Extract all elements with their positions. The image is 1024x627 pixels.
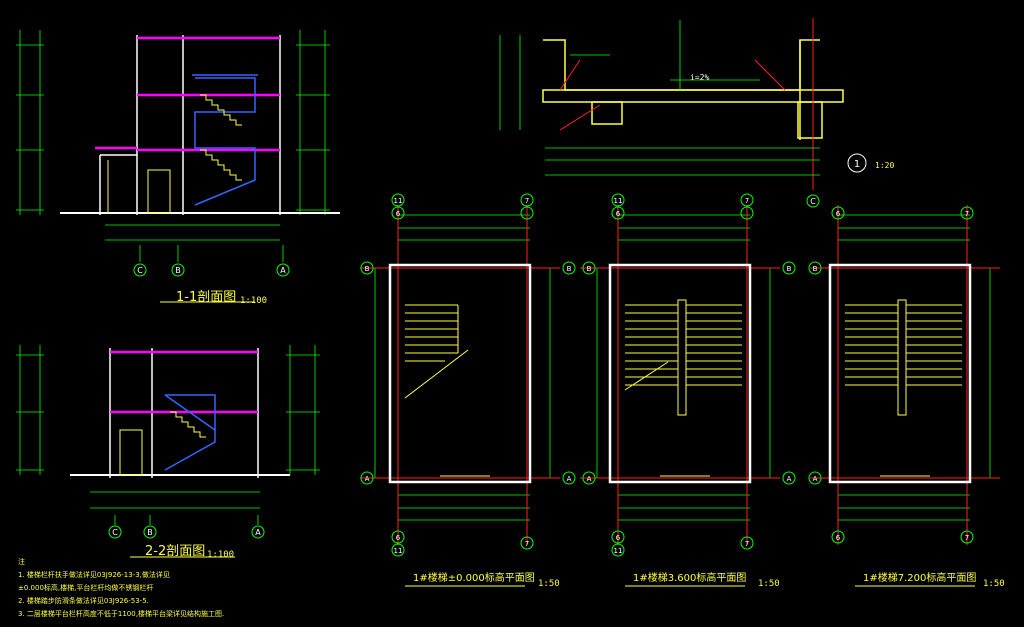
note-line: ±0.000标高,楼梯,平台栏杆均做不锈钢栏杆 xyxy=(18,584,154,592)
axis-label: 6 xyxy=(836,534,841,542)
axis-label: 7 xyxy=(965,210,969,218)
axis-label: B xyxy=(587,265,592,273)
detail-ref-bubble: 1 1:20 xyxy=(847,153,894,173)
axis-bubble-b-s2: B xyxy=(143,525,157,539)
axis-label: 6 xyxy=(616,534,621,542)
axis-label: B xyxy=(365,265,370,273)
axis-label: 6 xyxy=(396,210,401,218)
note-line: 2. 楼梯踏步防滑条做法详见03J926-53-5. xyxy=(18,597,149,605)
detail-section: i=2% 1 1:20 C xyxy=(499,18,894,208)
section-1-1-title: 1-1剖面图 xyxy=(176,290,237,305)
axis-label: 6 xyxy=(616,210,621,218)
axis-label: B xyxy=(567,265,572,273)
axis-label: B xyxy=(147,528,153,537)
axis-label: 7 xyxy=(745,197,749,205)
axis-label: B xyxy=(787,265,792,273)
section-2-2-title: 2-2剖面图 xyxy=(145,544,206,559)
axis-label: C xyxy=(137,266,143,275)
axis-label: A xyxy=(587,475,592,483)
plan-mid: 11 6 7 6 11 7 B A B A xyxy=(580,193,796,587)
axis-label: 6 xyxy=(836,210,841,218)
axis-label: 7 xyxy=(525,540,529,548)
axis-label: A xyxy=(813,475,818,483)
general-notes: 注 1. 楼梯栏杆扶手做法详见03J926-13-3,做法详见 ±0.000标高… xyxy=(18,556,348,621)
plan-top-title: 1#楼梯7.200标高平面图 xyxy=(863,573,977,584)
axis-label: 11 xyxy=(394,197,403,205)
detail-scale: 1:20 xyxy=(875,161,894,170)
axis-label: B xyxy=(175,266,181,275)
notes-label: 注 xyxy=(18,558,25,566)
axis-bubble-a-s1: A xyxy=(276,263,290,277)
axis-bubble-a-s2: A xyxy=(251,525,265,539)
plan-mid-title: 1#楼梯3.600标高平面图 xyxy=(633,573,747,584)
note-line: 3. 二层楼梯平台栏杆高度不低于1100,楼梯平台梁详见结构施工图. xyxy=(18,610,225,618)
axis-label: A xyxy=(255,528,261,537)
axis-bubble-c-s2: C xyxy=(108,525,122,539)
section-2-2-scale: 1:100 xyxy=(207,550,235,560)
plan-mid-axes xyxy=(582,193,796,557)
axis-label: C xyxy=(112,528,118,537)
axis-label: 7 xyxy=(965,534,969,542)
section-2-2: C B A xyxy=(16,345,320,558)
axis-label: 11 xyxy=(614,547,623,555)
axis-label: A xyxy=(787,475,792,483)
axis-bubble-c-s1: C xyxy=(133,263,147,277)
plan-ground-axes xyxy=(360,193,576,557)
plan-ground: 11 6 7 6 11 7 B A B A xyxy=(360,193,576,587)
axis-label: C xyxy=(810,197,816,206)
section-1-1: C B A xyxy=(16,30,340,303)
axis-bubble-b-s1: B xyxy=(171,263,185,277)
note-line: 1. 楼梯栏杆扶手做法详见03J926-13-3,做法详见 xyxy=(18,571,170,579)
plan-top-scale: 1:50 xyxy=(983,579,1005,589)
plan-top-axes xyxy=(808,206,974,544)
slope-label: i=2% xyxy=(690,73,709,82)
axis-label: 6 xyxy=(396,534,401,542)
plan-ground-scale: 1:50 xyxy=(538,579,560,589)
axis-label: A xyxy=(567,475,572,483)
axis-bubble-c-detail: C xyxy=(806,194,820,208)
axis-label: B xyxy=(813,265,818,273)
axis-label: A xyxy=(280,266,286,275)
plan-mid-scale: 1:50 xyxy=(758,579,780,589)
axis-label: 7 xyxy=(745,540,749,548)
plan-top: 6 7 6 7 B A xyxy=(808,205,1000,587)
axis-label: A xyxy=(365,475,370,483)
axis-label: 11 xyxy=(394,547,403,555)
plan-ground-title: 1#楼梯±0.000标高平面图 xyxy=(413,573,535,584)
axis-label: 7 xyxy=(525,197,529,205)
axis-label: 11 xyxy=(614,197,623,205)
section-1-1-scale: 1:100 xyxy=(240,296,268,306)
detail-ref-number: 1 xyxy=(854,159,860,170)
